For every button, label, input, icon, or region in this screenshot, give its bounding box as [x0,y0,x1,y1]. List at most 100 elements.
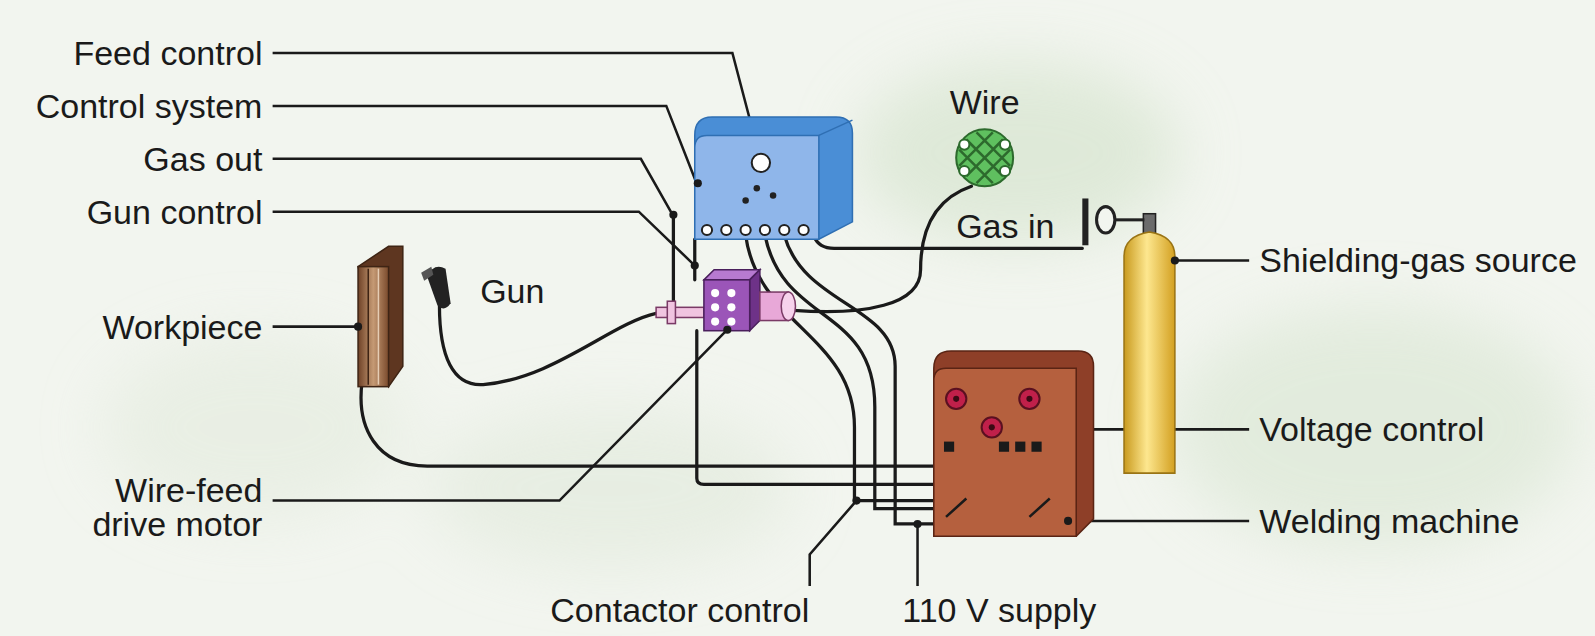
callout-label: Welding machine [1259,504,1519,538]
connection-dots-part [669,211,677,219]
cables-part [693,239,696,280]
leader-lines-part [273,325,358,328]
control-box-part-part [741,225,751,235]
control-box-part-part [702,225,712,235]
leader-lines-part [273,159,672,213]
connection-dots [354,179,1179,528]
welding-machine-part-part [1026,396,1032,402]
control-box-part [770,192,777,199]
cables-part [439,305,656,384]
wire-feed-motor-part-part [711,303,719,311]
wire-feed-motor-part [667,301,675,323]
control-box-part-part [799,225,809,235]
wire-feed-motor-part-part [711,289,719,297]
wire-feed-motor-part-part [727,303,735,311]
callout-label: Control system [36,89,263,123]
leader-lines-part [273,53,759,154]
wire-feed-motor-part [781,292,795,320]
welding-machine-part [944,442,1042,452]
wire-feed-motor-part [656,307,704,317]
control-box-part [742,197,749,204]
welding-machine-part-part [982,417,1002,437]
wire-feed-motor-part [704,280,750,331]
wire-spool-part [959,132,1010,183]
background-part-part [854,61,1180,244]
connection-dots-part [694,179,702,187]
wire-spool [956,129,1013,186]
wire-feed-motor [656,270,795,331]
welding-gun [421,267,450,309]
connection-dots-part [723,326,731,334]
welding-machine-part [946,499,1050,517]
wire-spool-part-part [1000,139,1010,149]
cables-part [784,235,941,524]
shielding-gas-cylinder-part [1124,232,1175,473]
welding-machine-part [946,389,1040,438]
background-part [102,61,1577,570]
callout-label: 110 V supply [902,593,1096,627]
leader-lines-part [273,330,728,501]
callout-label: Wire [950,85,1020,119]
cables-part [746,235,946,500]
welding-machine-part-part [999,442,1009,452]
leader-lines-part [273,212,693,264]
connection-dots-part [1064,517,1072,525]
control-box-part-part [760,225,770,235]
workpiece [358,246,403,386]
callout-label: Feed control [73,36,262,70]
connection-dots-part [354,323,362,331]
control-box-part [819,120,853,135]
leader-lines-part [1068,520,1249,523]
welding-machine-part-part [953,396,959,402]
wire-spool-part-part [959,139,969,149]
callout-label: Workpiece [102,310,262,344]
leader-lines-part [273,106,696,181]
shielding-gas-cylinder [1082,198,1175,473]
connection-dots-part [691,262,699,270]
welding-gun-part [421,267,433,281]
welding-machine-part-part [1019,389,1039,409]
control-box-part-part [721,225,731,235]
background-part-part [427,407,793,570]
leader-lines-part [1175,259,1249,262]
control-box-part [754,185,761,192]
callout-label: Contactor control [550,593,809,627]
workpiece-part [378,269,380,385]
leader-lines-part [916,524,919,586]
workpiece-part [358,267,389,387]
wire-spool-part-part [1000,166,1010,176]
callout-label: Gas out [143,142,262,176]
control-box-part [695,135,819,239]
wire-feed-motor-part-part [727,289,735,297]
background-part-part [1170,305,1577,549]
connection-dots-part [1171,256,1179,264]
shielding-gas-cylinder-part [1115,218,1144,221]
callout-label: Voltage control [1259,412,1484,446]
workpiece-part [367,269,369,385]
welding-machine-part [934,351,1094,536]
wire-feed-motor-part-part [711,317,719,325]
connection-dots-part [852,497,860,505]
leader-lines-part [810,501,857,586]
connection-dots-part [913,520,921,528]
wire-feed-motor-part-part [727,317,735,325]
control-box-part [695,117,853,239]
welding-machine-part-part [944,442,954,452]
cables-part [765,235,946,509]
workpiece-part [358,246,403,386]
callout-label: Shielding-gas source [1259,243,1577,277]
control-box-part [702,225,809,235]
welding-machine-part-part [946,389,966,409]
welding-machine-part-part [1015,442,1025,452]
wire-spool-part-part [959,166,969,176]
control-box-part-part [779,225,789,235]
wire-feed-motor-part [711,289,735,326]
welding-machine [934,351,1094,536]
welding-machine-part-part [1031,442,1041,452]
control-box [695,117,853,239]
control-box-part [752,154,770,172]
